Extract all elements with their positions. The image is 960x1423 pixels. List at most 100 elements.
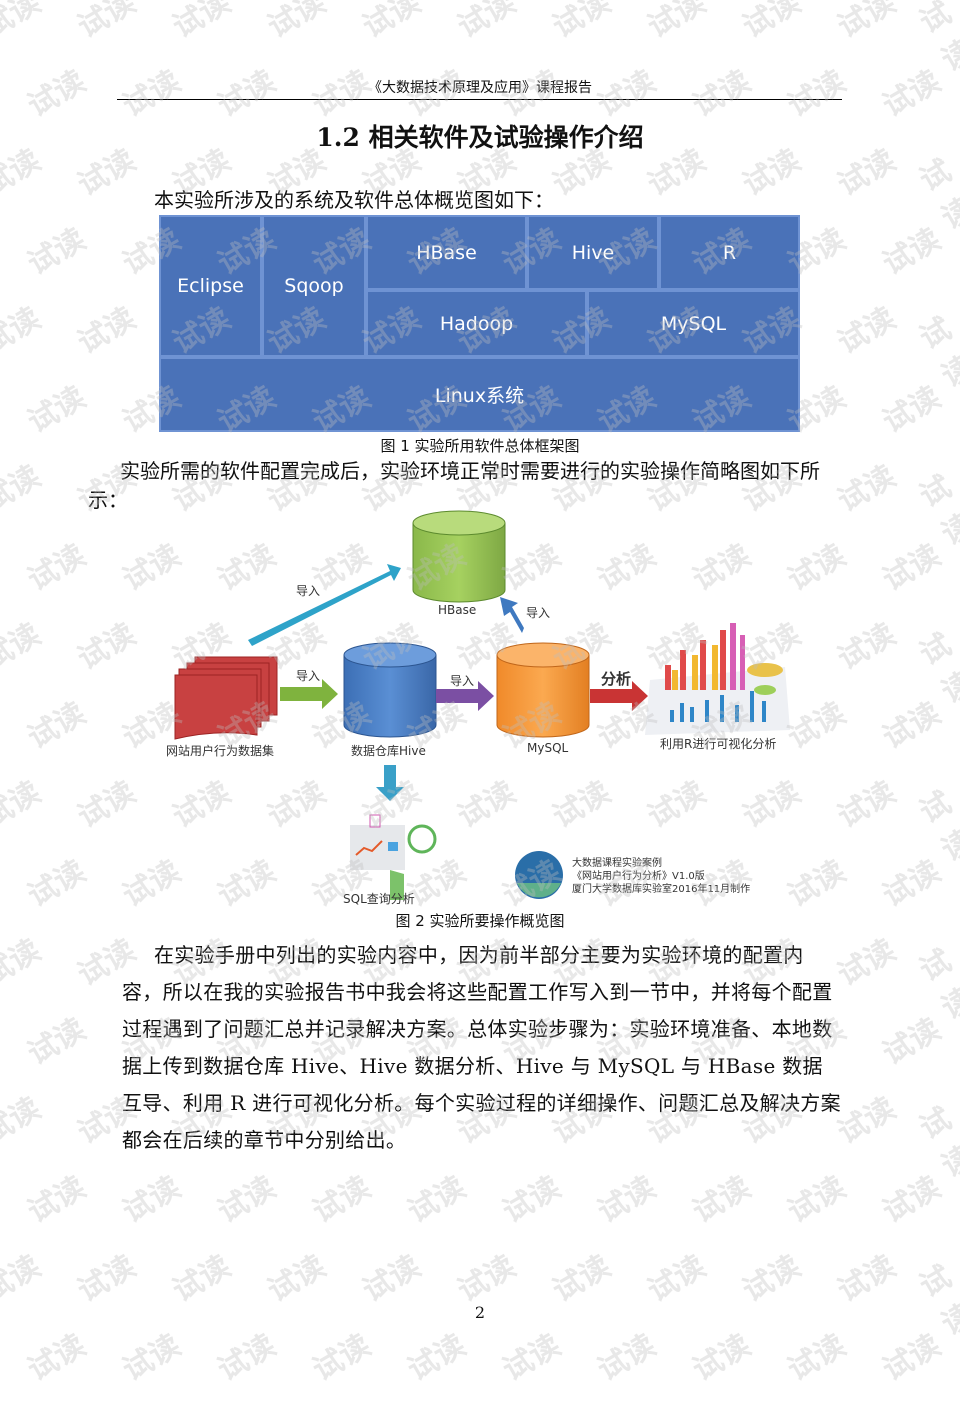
watermark-text: 试读 <box>832 300 902 362</box>
watermark-text: 试读 <box>0 1090 47 1152</box>
label-import-hbase: 导入 <box>296 584 321 598</box>
paragraph-2: 在实验手册中列出的实验内容中，因为前半部分主要为实验环境的配置内容，所以在我的实… <box>122 943 841 1152</box>
watermark-text: 试读 <box>0 932 47 994</box>
label-import-mysql: 导入 <box>450 674 475 688</box>
watermark-text: 试读 <box>22 537 92 599</box>
credits: 大数据课程实验案例 《网站用户行为分析》V1.0版 厦门大学数据库实验室2016… <box>572 857 750 896</box>
block-r: R <box>659 215 800 290</box>
block-hbase: HBase <box>366 215 527 290</box>
watermark-text: 试读 <box>452 0 522 46</box>
watermark-text: 试读 <box>955 1331 960 1422</box>
watermark-text: 试读 <box>117 1169 187 1231</box>
watermark-text: 试读 <box>955 699 960 790</box>
watermark-text: 试读 <box>357 1248 427 1310</box>
watermark-text: 试读 <box>955 225 960 316</box>
watermark-text: 试读 <box>914 1101 960 1185</box>
figure-2-caption: 图 2 实验所要操作概览图 <box>395 912 565 930</box>
watermark-text: 试读 <box>22 853 92 915</box>
watermark-text: 试读 <box>22 1169 92 1231</box>
watermark-text: 试读 <box>877 1169 947 1231</box>
block-hadoop: Hadoop <box>366 290 587 357</box>
watermark-text: 试读 <box>402 1169 472 1231</box>
watermark-text: 试读 <box>914 153 960 237</box>
watermark-text: 试读 <box>687 1169 757 1231</box>
watermark-text: 试读 <box>452 1248 522 1310</box>
watermark-text: 试读 <box>832 616 902 678</box>
label-analyze: 分析 <box>601 670 632 688</box>
watermark-text: 试读 <box>72 1248 142 1310</box>
watermark-text: 试读 <box>955 383 960 474</box>
watermark-text: 试读 <box>955 1173 960 1264</box>
watermark-text: 试读 <box>22 379 92 441</box>
block-sqoop: Sqoop <box>262 215 366 357</box>
watermark-text: 试读 <box>592 1327 662 1389</box>
hbase-cylinder-icon <box>412 510 506 603</box>
arrow-to-hbase-icon <box>248 564 401 646</box>
mysql-cylinder-icon <box>496 642 590 738</box>
watermark-text: 试读 <box>0 300 47 362</box>
watermark-text: 试读 <box>22 1327 92 1389</box>
watermark-text: 试读 <box>642 0 712 46</box>
watermark-text: 试读 <box>955 1015 960 1106</box>
watermark-text: 试读 <box>497 1169 567 1231</box>
watermark-text: 试读 <box>877 537 947 599</box>
label-import-up: 导入 <box>526 606 551 620</box>
watermark-text: 试读 <box>0 774 47 836</box>
watermark-text: 试读 <box>307 1327 377 1389</box>
watermark-text: 试读 <box>877 221 947 283</box>
watermark-text: 试读 <box>914 627 960 711</box>
watermark-text: 试读 <box>22 695 92 757</box>
watermark-text: 试读 <box>737 0 807 46</box>
watermark-text: 试读 <box>877 1011 947 1073</box>
watermark-text: 试读 <box>212 1327 282 1389</box>
watermark-text: 试读 <box>592 1169 662 1231</box>
header-rule <box>117 99 842 100</box>
page-number: 2 <box>474 1303 486 1322</box>
watermark-text: 试读 <box>737 1248 807 1310</box>
watermark-text: 试读 <box>307 1169 377 1231</box>
watermark-text: 试读 <box>117 1327 187 1389</box>
watermark-text: 试读 <box>22 221 92 283</box>
watermark-text: 试读 <box>877 695 947 757</box>
watermark-text: 试读 <box>262 1248 332 1310</box>
watermark-text: 试读 <box>877 853 947 915</box>
watermark-text: 试读 <box>914 469 960 553</box>
watermark-text: 试读 <box>642 1248 712 1310</box>
watermark-text: 试读 <box>914 943 960 1027</box>
dataset-stack-icon <box>174 656 278 740</box>
watermark-text: 试读 <box>72 300 142 362</box>
watermark-text: 试读 <box>72 0 142 46</box>
credit-line-3: 厦门大学数据库实验室2016年11月制作 <box>572 884 751 895</box>
label-r-visualization: 利用R进行可视化分析 <box>660 737 777 751</box>
label-dataset: 网站用户行为数据集 <box>166 744 275 758</box>
watermark-text: 试读 <box>832 0 902 46</box>
watermark-text: 试读 <box>955 541 960 632</box>
watermark-text: 试读 <box>0 458 47 520</box>
watermark-text: 试读 <box>782 1169 852 1231</box>
watermark-text: 试读 <box>72 774 142 836</box>
watermark-text: 试读 <box>212 1169 282 1231</box>
label-sql-query: SQL查询分析 <box>343 892 415 906</box>
block-hive: Hive <box>527 215 659 290</box>
watermark-text: 试读 <box>877 379 947 441</box>
label-hbase: HBase <box>438 603 477 617</box>
watermark-text: 试读 <box>0 616 47 678</box>
credit-line-1: 大数据课程实验案例 <box>572 858 662 869</box>
watermark-text: 试读 <box>497 1327 567 1389</box>
watermark-text: 试读 <box>832 1248 902 1310</box>
block-linux: Linux系统 <box>159 357 800 432</box>
watermark-text: 试读 <box>914 1259 960 1343</box>
watermark-text: 试读 <box>782 1327 852 1389</box>
watermark-text: 试读 <box>687 1327 757 1389</box>
block-eclipse: Eclipse <box>159 215 262 357</box>
watermark-text: 试读 <box>262 0 332 46</box>
intro-text: 本实验所涉及的系统及软件总体概览图如下： <box>154 188 554 212</box>
hive-cylinder-icon <box>343 642 437 738</box>
section-title: 1.2 相关软件及试验操作介绍 <box>316 123 644 152</box>
watermark-text: 试读 <box>22 1011 92 1073</box>
big-data-logo-icon <box>515 851 563 899</box>
watermark-text: 试读 <box>832 774 902 836</box>
watermark-text: 试读 <box>402 1327 472 1389</box>
arrow-to-mysql-icon <box>436 681 494 711</box>
watermark-text: 试读 <box>547 1248 617 1310</box>
